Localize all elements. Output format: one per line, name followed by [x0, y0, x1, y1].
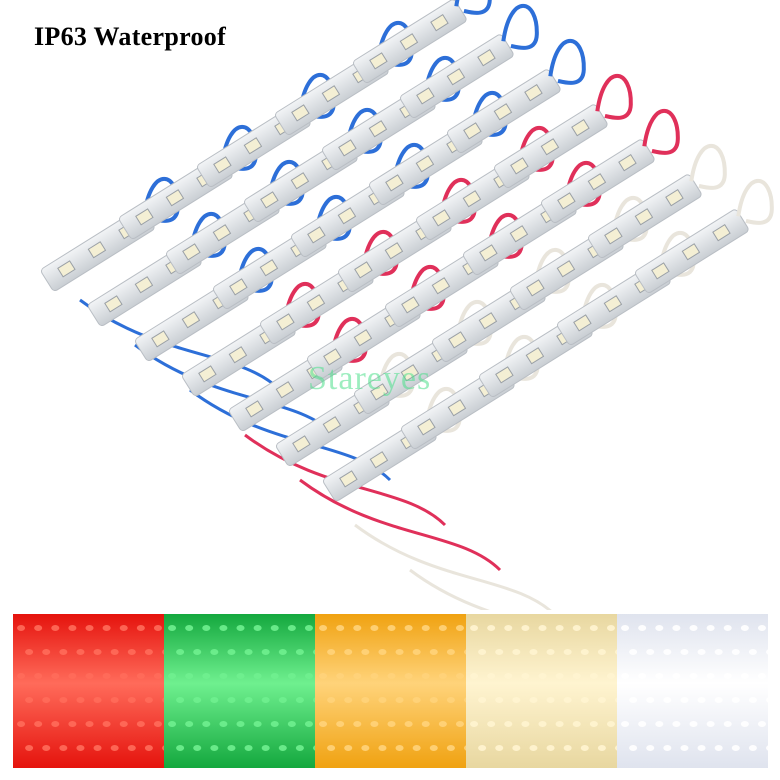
watermark: Stareyes — [308, 360, 432, 397]
swatch-led-pattern — [168, 625, 315, 751]
swatch-green — [164, 614, 315, 768]
swatch-led-pattern — [319, 625, 466, 751]
swatch-led-pattern — [470, 625, 617, 751]
swatch-yellow — [315, 614, 466, 768]
swatch-warm-white — [466, 614, 617, 768]
lead-wire — [354, 523, 552, 610]
led-module — [494, 74, 633, 189]
led-module — [588, 144, 727, 259]
led-module-photo — [41, 0, 774, 610]
lead-wire — [409, 568, 491, 610]
lead-wire — [299, 478, 502, 572]
led-module — [353, 0, 492, 84]
swatch-led-pattern — [17, 625, 164, 751]
page-title: IP63 Waterproof — [34, 22, 227, 51]
led-module — [400, 4, 539, 119]
led-module — [541, 109, 680, 224]
led-module — [635, 179, 774, 294]
led-module-rows — [41, 0, 774, 610]
swatch-red — [13, 614, 164, 768]
color-swatch-strip — [13, 614, 768, 768]
swatch-led-pattern — [621, 625, 768, 751]
led-module — [447, 39, 586, 154]
swatch-cool-white — [617, 614, 768, 768]
